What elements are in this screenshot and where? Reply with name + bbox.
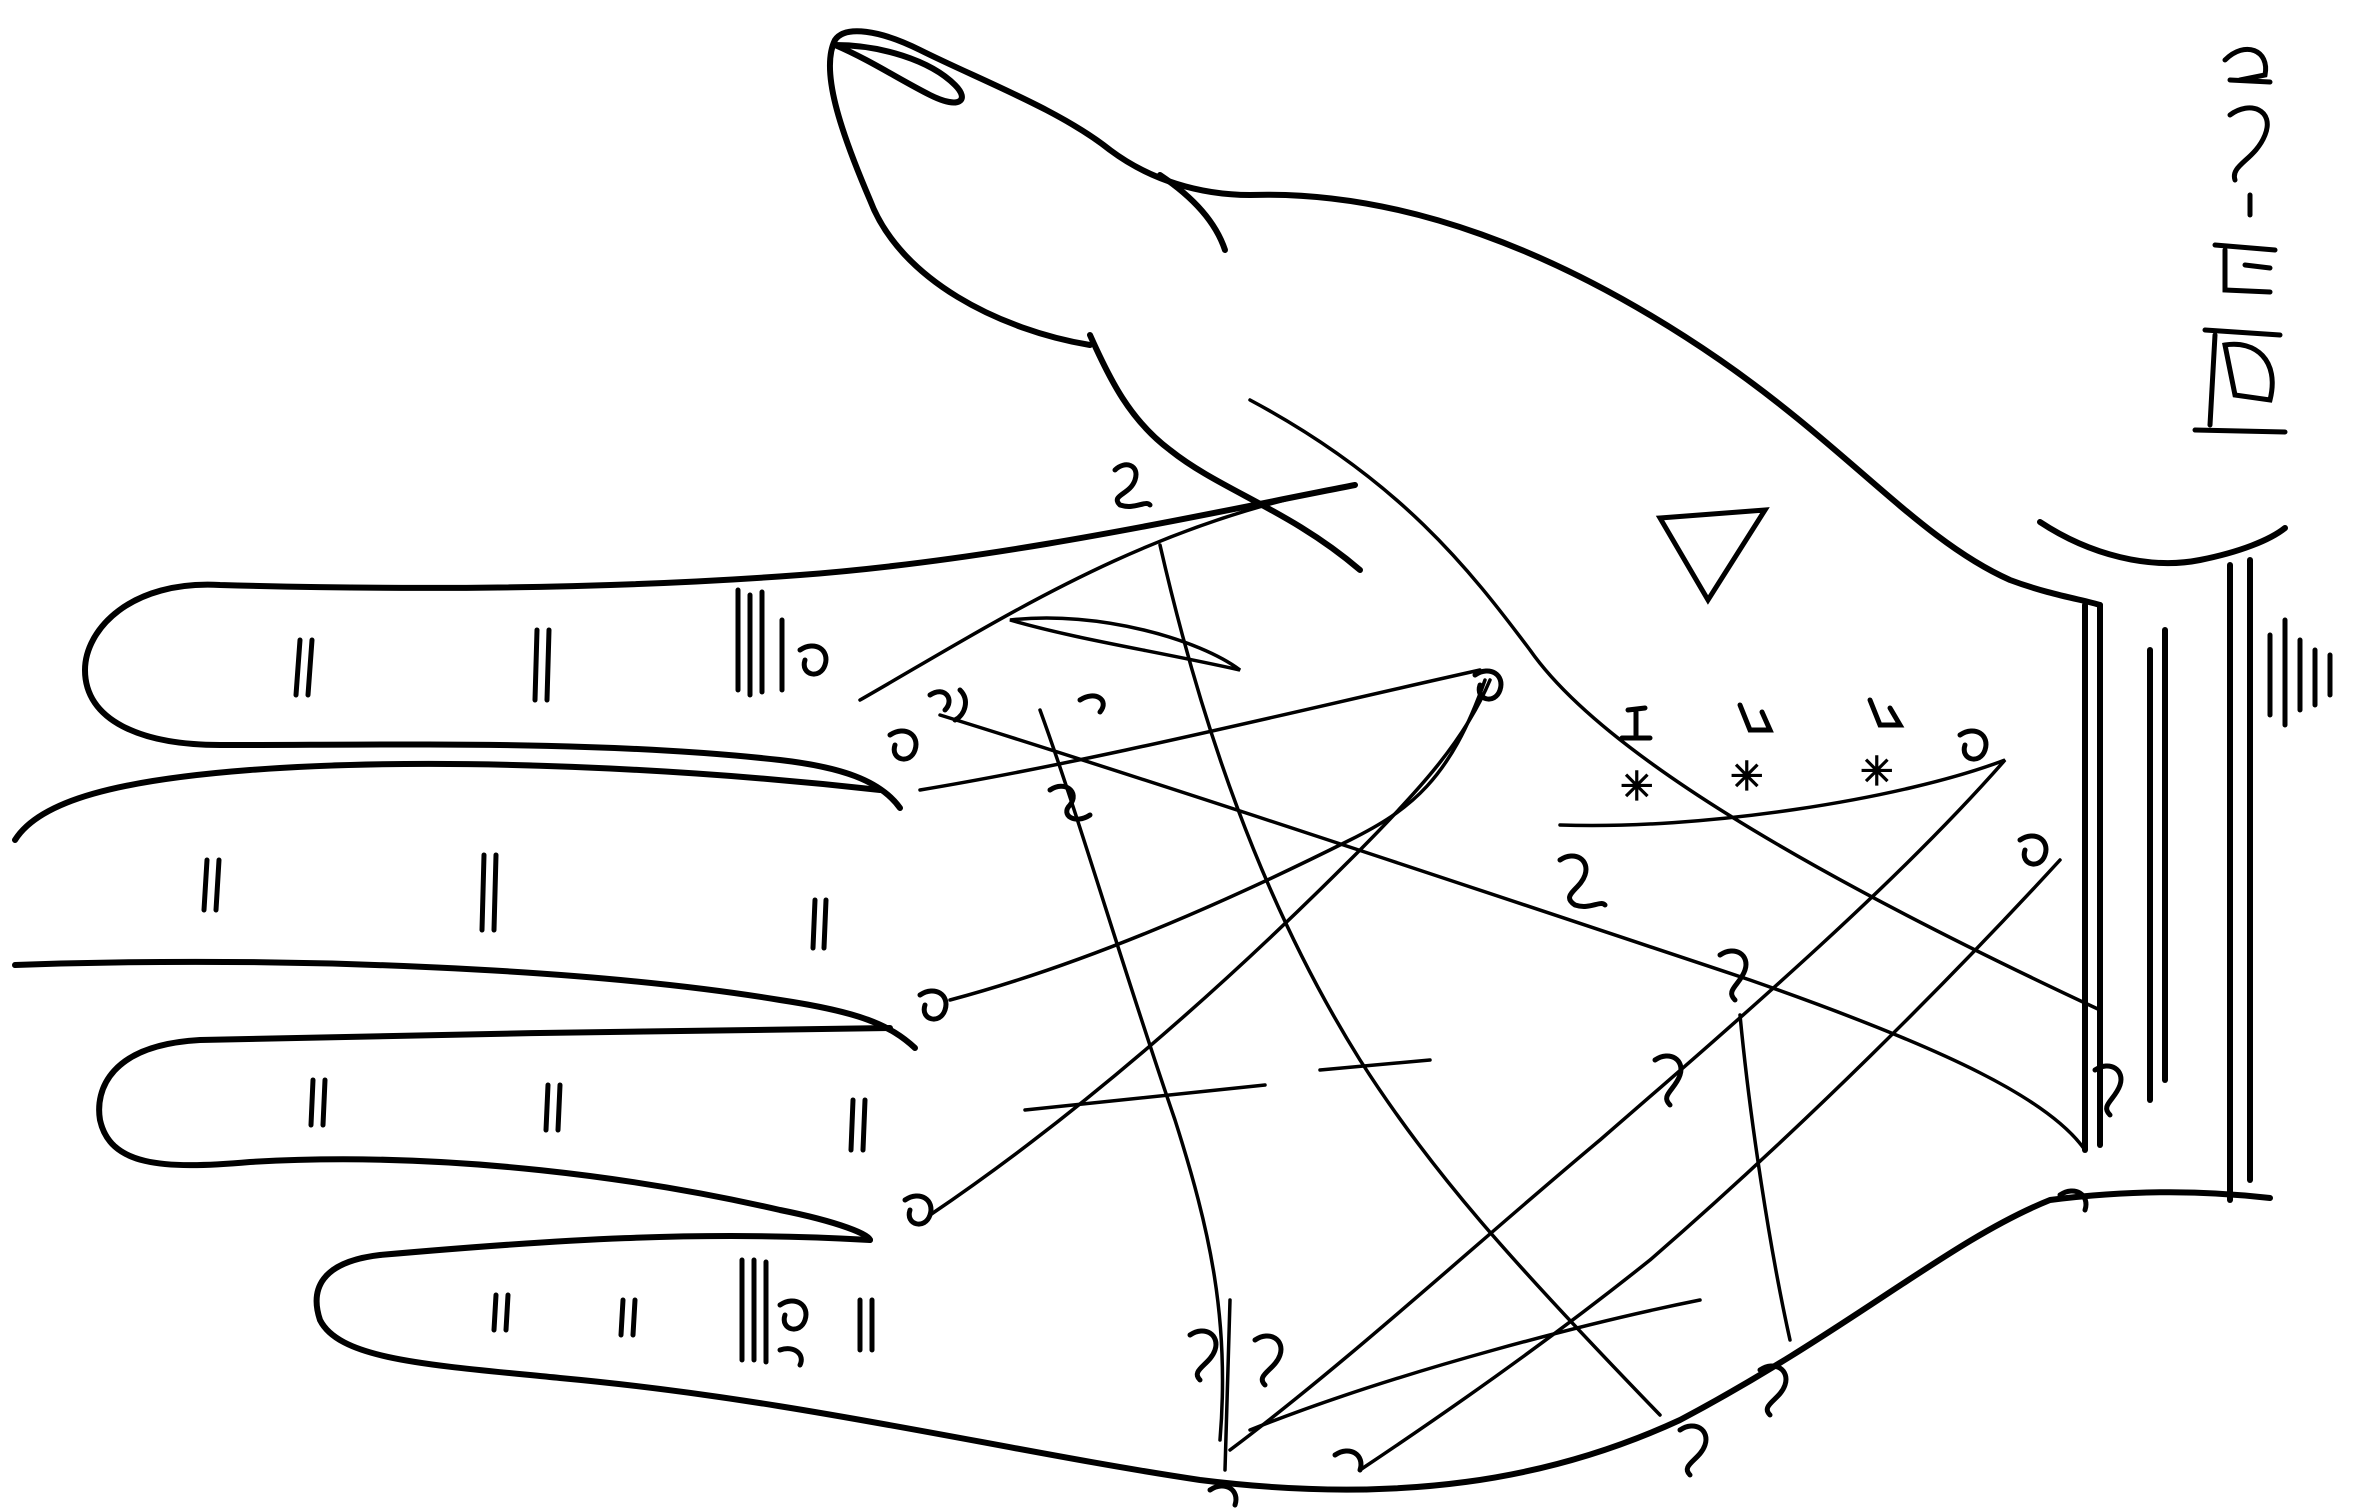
index-finger-outline <box>85 485 1355 808</box>
inscription-glyph-1 <box>2225 49 2270 82</box>
thumb-outline <box>830 31 2100 605</box>
thumbnail <box>835 45 962 102</box>
palm-line-2 <box>1010 618 1240 670</box>
index-joint-2 <box>535 630 549 700</box>
little-joint-4 <box>860 1300 872 1350</box>
glyph-mark-16 <box>1190 1331 1216 1380</box>
palm-lines <box>860 400 2100 1470</box>
glyph-mark-4 <box>1050 786 1090 819</box>
glyph-mark-20 <box>1680 1426 1706 1475</box>
palm-line-15 <box>1225 1300 1230 1470</box>
ring-finger-outline <box>99 1028 890 1240</box>
glyph-marks <box>780 465 2121 1505</box>
palm-line-6 <box>920 670 1480 790</box>
glyph-mark-22 <box>780 1301 806 1365</box>
planet-mark-1 <box>1622 708 1650 738</box>
index-joint-3 <box>738 590 782 695</box>
middle-joint-2 <box>482 855 496 930</box>
thumb-web <box>1090 335 1360 570</box>
palm-line-12 <box>1360 860 2060 1470</box>
middle-joint-1 <box>204 860 219 910</box>
wrist-hatch <box>2270 620 2330 725</box>
palm-line-9 <box>1025 1060 1430 1110</box>
middle-finger-outline <box>15 764 880 840</box>
glyph-mark-5 <box>1560 856 1605 906</box>
hand-outline <box>15 31 2330 1489</box>
wrist-cuff-top <box>2040 522 2285 563</box>
palm-line-13 <box>1740 1015 1790 1340</box>
mount-symbols: ✳ ✳ ✳ <box>1620 510 1900 810</box>
little-joint-1 <box>494 1295 508 1330</box>
little-finger-outline <box>317 1192 2270 1489</box>
side-inscription <box>2195 49 2285 432</box>
inscription-glyph-2 <box>2230 108 2267 180</box>
planet-mark-2 <box>1740 705 1770 730</box>
glyph-mark-23 <box>800 646 826 674</box>
little-joint-2 <box>621 1300 635 1335</box>
planet-mark-3 <box>1870 700 1900 725</box>
index-joint-1 <box>296 640 312 695</box>
glyph-mark-1 <box>1115 465 1150 507</box>
ring-joint-2 <box>546 1085 560 1130</box>
palm-line-8 <box>930 680 1490 1215</box>
ring-joint-3 <box>851 1100 865 1150</box>
glyph-mark-3 <box>1080 696 1103 712</box>
palm-line-3 <box>1160 545 1660 1415</box>
inscription-glyph-4 <box>2215 245 2275 292</box>
glyph-mark-19 <box>1210 1486 1236 1505</box>
glyph-mark-15 <box>905 1196 931 1224</box>
palm-line-14 <box>1250 1300 1700 1430</box>
little-joint-3 <box>742 1260 766 1362</box>
glyph-mark-2 <box>930 690 965 720</box>
glyph-mark-11 <box>2020 836 2046 864</box>
glyph-mark-17 <box>1255 1336 1281 1385</box>
triangle-symbol <box>1660 510 1765 600</box>
glyph-mark-14 <box>920 991 946 1019</box>
middle-joint-3 <box>813 900 826 948</box>
ring-joint-1 <box>311 1080 325 1125</box>
palm-line-10 <box>1250 400 2100 1010</box>
glyph-mark-18 <box>1335 1451 1361 1470</box>
glyph-mark-10 <box>1960 731 1986 759</box>
glyph-mark-13 <box>890 731 916 759</box>
star-3: ✳ <box>1860 748 1894 795</box>
inscription-glyph-5 <box>2195 330 2285 432</box>
star-1: ✳ <box>1620 763 1654 810</box>
star-2: ✳ <box>1730 753 1764 800</box>
